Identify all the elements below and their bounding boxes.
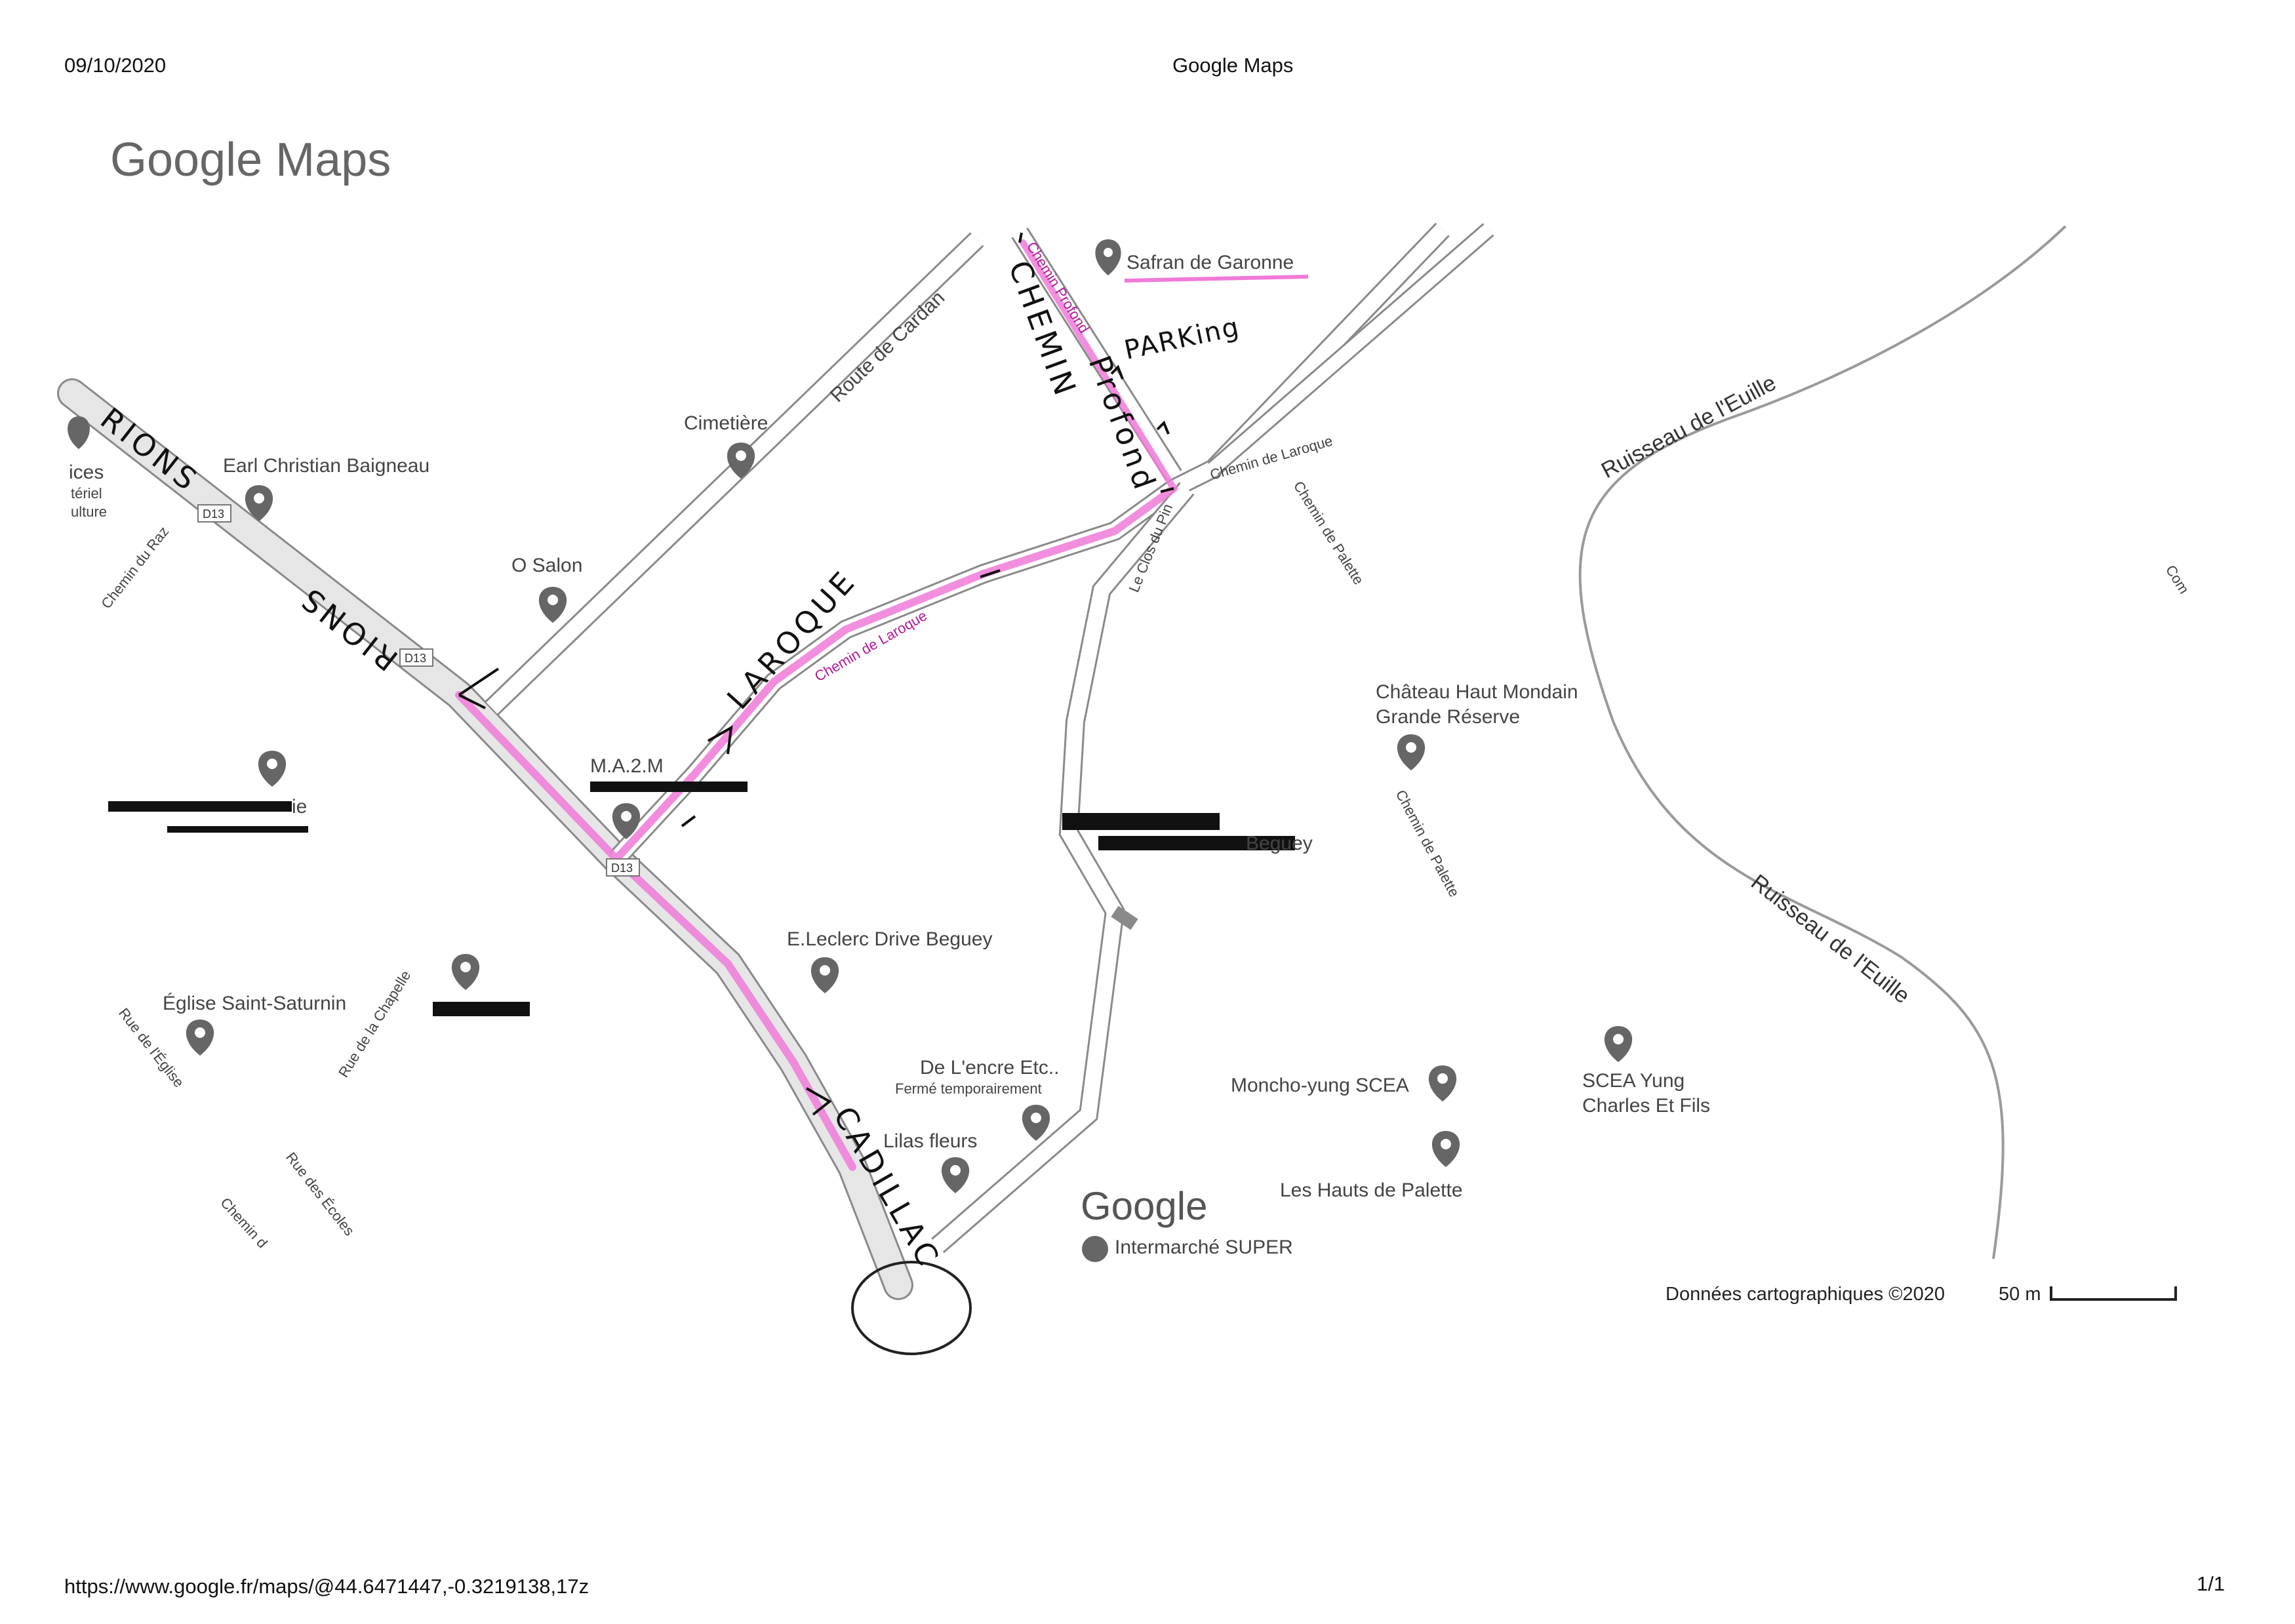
- poi-label: Beguey: [1246, 833, 1313, 854]
- poi-label: Lilas fleurs: [883, 1130, 977, 1152]
- road-label-com-cut: Com: [2163, 562, 2193, 597]
- poi-leclerc-drive[interactable]: E.Leclerc Drive Beguey: [787, 928, 992, 993]
- poi-label: Charles Et Fils: [1582, 1095, 1710, 1117]
- map-pin-icon: [68, 416, 90, 449]
- poi-mazm[interactable]: M.A.2.M: [590, 755, 748, 839]
- poi-scea-yung[interactable]: SCEA Yung Charles Et Fils: [1582, 1026, 1710, 1117]
- poi-label: De L'encre Etc..: [920, 1057, 1060, 1079]
- shopping-cart-pin-icon: [1082, 1236, 1108, 1262]
- poi-label: Grande Réserve: [1376, 706, 1520, 728]
- poi-label: O Salon: [511, 555, 582, 576]
- poi-de-l-encre[interactable]: De L'encre Etc.. Fermé temporairement: [895, 1057, 1060, 1141]
- poi-safran-de-garonne[interactable]: Safran de Garonne: [1095, 239, 1294, 275]
- poi-redacted-chapelle[interactable]: [433, 954, 530, 1016]
- d13-shield-a: D13: [197, 504, 231, 523]
- scale-bar: [2050, 1286, 2177, 1301]
- poi-earl-christian-baigneau[interactable]: Earl Christian Baigneau: [223, 455, 429, 521]
- print-page-number: 1/1: [2197, 1572, 2225, 1595]
- poi-label: M.A.2.M: [590, 755, 664, 777]
- poi-moncho-yung[interactable]: Moncho-yung SCEA: [1231, 1065, 1457, 1101]
- poi-status: Fermé temporairement: [895, 1080, 1042, 1097]
- poi-label: E.Leclerc Drive Beguey: [787, 928, 992, 950]
- road-label-chemin-cut: Chemin d: [217, 1195, 271, 1252]
- handdrawn-underline: [1124, 275, 1309, 283]
- poi-label: Cimetière: [684, 412, 768, 434]
- poi-redacted-right[interactable]: Beguey: [1062, 813, 1313, 854]
- road-label-rue-de-l-eglise: Rue de l'Église: [115, 1005, 188, 1090]
- poi-label: Château Haut Mondain: [1376, 681, 1578, 703]
- google-maps-logo: Google Maps: [110, 134, 391, 186]
- annotation-parking: PARKing: [1122, 312, 1243, 366]
- d13-shield-c: D13: [606, 858, 640, 877]
- redaction-mark: [1062, 813, 1220, 830]
- svg-text:D13: D13: [203, 507, 224, 521]
- poi-label: ie: [292, 796, 307, 818]
- poi-sublabel: ulture: [71, 504, 107, 520]
- poi-label: ices: [69, 462, 104, 483]
- road-label-chemin-de-palette-2: Chemin de Palette: [1393, 787, 1463, 900]
- stream-line: [1578, 225, 2067, 1259]
- road-network: [57, 222, 1494, 1300]
- scale-label: 50 m: [1999, 1284, 2041, 1305]
- svg-text:D13: D13: [405, 652, 426, 665]
- print-url[interactable]: https://www.google.fr/maps/@44.6471447,-…: [64, 1575, 589, 1598]
- stream-label-1: Ruisseau de l'Euille: [1597, 370, 1780, 483]
- poi-left-cut[interactable]: ices tériel ulture: [68, 416, 107, 520]
- poi-label: Les Hauts de Palette: [1280, 1179, 1463, 1201]
- poi-label: Moncho-yung SCEA: [1231, 1075, 1409, 1096]
- poi-label: Earl Christian Baigneau: [223, 455, 429, 477]
- redaction-mark: [433, 1002, 530, 1016]
- poi-cimetiere[interactable]: Cimetière: [684, 412, 768, 479]
- print-title: Google Maps: [1172, 54, 1294, 77]
- poi-label: Église Saint-Saturnin: [163, 993, 346, 1014]
- destination-circle: [851, 1261, 972, 1355]
- direction-arrows: [458, 232, 1174, 1116]
- annotation-rions-top: RIONS: [94, 401, 206, 500]
- road-label-chemin-du-raz: Chemin du Raz: [98, 523, 172, 612]
- poi-sublabel: tériel: [71, 485, 102, 502]
- stream-label-2: Ruisseau de l'Euille: [1746, 869, 1914, 1008]
- poi-chateau-haut-mondain[interactable]: Château Haut Mondain Grande Réserve: [1376, 681, 1578, 770]
- d13-shield-b: D13: [399, 648, 433, 667]
- poi-lilas-fleurs[interactable]: Lilas fleurs: [883, 1130, 977, 1193]
- road-label-route-de-cardan: Route de Cardan: [826, 287, 949, 406]
- print-date: 09/10/2020: [64, 54, 167, 77]
- redaction-mark: [590, 782, 748, 792]
- poi-intermarche[interactable]: Intermarché SUPER: [1082, 1236, 1293, 1262]
- redaction-mark: [108, 801, 292, 812]
- poi-label: SCEA Yung: [1582, 1070, 1685, 1092]
- road-d13: [57, 378, 913, 1300]
- road-label-chemin-de-palette-1: Chemin de Palette: [1290, 478, 1367, 587]
- redaction-mark: [1098, 836, 1295, 850]
- poi-perles-redacted[interactable]: ie: [108, 751, 308, 833]
- poi-label: Intermarché SUPER: [1115, 1237, 1293, 1258]
- route-highlight: [455, 239, 1178, 1171]
- poi-eglise-saint-saturnin[interactable]: Église Saint-Saturnin: [163, 993, 346, 1056]
- svg-text:D13: D13: [611, 862, 633, 875]
- map-pin-icon: [1095, 239, 1121, 275]
- poi-label: Safran de Garonne: [1127, 252, 1294, 273]
- google-watermark: Google: [1081, 1184, 1207, 1228]
- poi-les-hauts-de-palette[interactable]: Les Hauts de Palette: [1280, 1131, 1463, 1201]
- road-label-rue-de-la-chapelle: Rue de la Chapelle: [335, 968, 414, 1080]
- poi-o-salon[interactable]: O Salon: [511, 555, 582, 623]
- map-data-attribution: Données cartographiques ©2020: [1666, 1284, 1945, 1305]
- road-label-rue-des-ecoles: Rue des Écoles: [283, 1149, 358, 1239]
- redaction-mark: [167, 826, 308, 833]
